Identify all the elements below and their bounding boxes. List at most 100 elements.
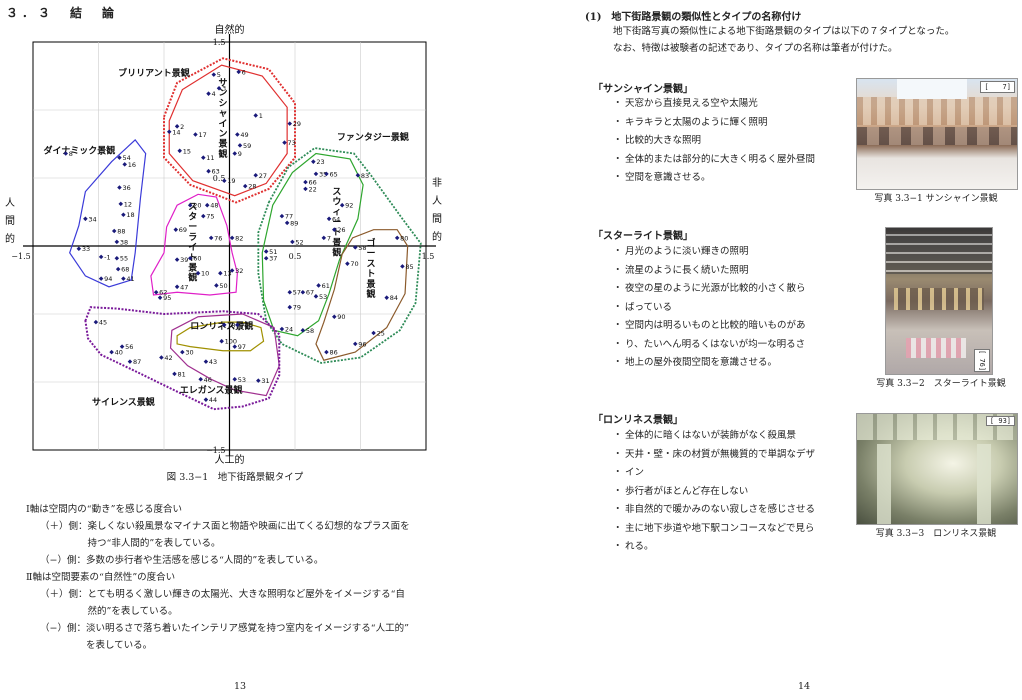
point-label: 95 — [163, 294, 171, 302]
point-label: 1 — [259, 112, 263, 120]
region-outline — [261, 152, 364, 337]
point-label: 48 — [210, 202, 218, 210]
point-marker — [303, 186, 308, 192]
region-label-char: 景 — [188, 262, 197, 273]
region-label-char: ゴ — [366, 237, 375, 249]
bullet-item: 夜空の星のように光源が比較的小さく散ら — [613, 280, 853, 299]
point-marker — [311, 159, 316, 164]
axis-label-left-char: 間 — [5, 215, 15, 227]
data-point: 65 — [324, 170, 338, 178]
point-marker — [122, 162, 127, 167]
intro-text: 地下街路写真の類似性による地下街路景観のタイプは以下の７タイプとなった。 なお、… — [613, 23, 1013, 57]
data-point: 35 — [313, 170, 327, 178]
point-label: 35 — [319, 170, 327, 178]
region-outline — [168, 64, 288, 197]
bullets-sunshine: 天窓から直接見える空や太陽光 キラキラと太陽のように輝く照明 比較的大きな照明 … — [613, 95, 853, 188]
photo-caption-sunshine: 写真 3.3−1 サンシャイン景観 — [874, 194, 998, 204]
point-marker — [201, 213, 206, 219]
data-point: 38 — [114, 238, 128, 246]
point-label: 49 — [240, 131, 248, 139]
data-point: 70 — [345, 260, 359, 268]
point-marker — [345, 261, 350, 266]
data-point: 49 — [235, 131, 249, 139]
region-label-char: 観 — [332, 247, 341, 259]
point-label: 58 — [306, 327, 314, 335]
point-marker — [287, 289, 293, 295]
bullet-item: 天窓から直接見える空や太陽光 — [613, 95, 853, 114]
data-point: 58 — [352, 244, 367, 252]
point-label: 79 — [293, 304, 301, 312]
point-marker — [159, 355, 164, 360]
photo-loneliness: [ 93] — [856, 413, 1018, 525]
point-label: 45 — [99, 319, 107, 327]
type-title-starlight: 「スターライト景観」 — [593, 231, 693, 242]
data-point: 85 — [400, 263, 414, 271]
bullet-item: 歩行者がほとんど存在しない — [613, 483, 853, 502]
data-point: 92 — [339, 202, 353, 210]
region-outline — [84, 306, 281, 411]
point-marker — [352, 341, 358, 347]
point-marker — [282, 140, 287, 145]
region-label-char: ス — [332, 186, 341, 197]
bullet-item: 空間内は明るいものと比較的暗いものがあ — [613, 317, 853, 336]
axis2-plus-sign: （＋）側： — [40, 589, 88, 600]
data-point: 82 — [229, 234, 243, 242]
point-label: 40 — [115, 349, 123, 357]
point-label: 96 — [358, 340, 366, 348]
point-marker — [76, 246, 82, 251]
point-marker — [324, 171, 329, 177]
data-point: 29 — [287, 120, 301, 128]
bullet-item: 非自然的で暖かみのない寂しさを感じさせる — [613, 501, 853, 520]
point-marker — [214, 283, 219, 288]
bullet-item: れる。 — [613, 538, 853, 557]
point-label: 66 — [308, 179, 316, 187]
data-point: 24 — [279, 325, 293, 333]
region-label-char: ー — [332, 218, 341, 228]
data-point: 15 — [177, 147, 191, 155]
point-label: 32 — [235, 267, 243, 275]
point-label: 62 — [159, 289, 167, 297]
point-marker — [256, 378, 261, 383]
point-label: 97 — [238, 343, 246, 351]
data-point: 46 — [198, 376, 212, 384]
bullet-item: 空間を意識させる。 — [613, 169, 853, 188]
data-point: 81 — [172, 370, 186, 378]
point-label: 54 — [122, 154, 130, 162]
y-tick-label: −1.5 — [206, 446, 225, 455]
point-marker — [232, 377, 238, 382]
data-point: 87 — [127, 358, 141, 366]
page-number-right: 14 — [798, 681, 811, 692]
region-label-char: 観 — [218, 148, 227, 160]
data-point: 33 — [76, 245, 90, 253]
point-marker — [232, 344, 238, 349]
bullets-loneliness: 全体的に暗くはないが装飾がなく殺風景 天井・壁・床の材質が無機質的で単調なデザ … — [613, 427, 853, 557]
photo-sunshine: [ 7] — [856, 78, 1018, 190]
data-point: 84 — [384, 294, 398, 302]
point-label: 88 — [117, 228, 125, 236]
data-point: 69 — [173, 226, 187, 234]
figure-caption: 図 3.3−1 地下街路景観タイプ — [166, 472, 304, 483]
point-marker — [236, 69, 241, 75]
point-marker — [193, 132, 198, 137]
point-label: 25 — [377, 330, 385, 338]
section-title: ３．３ 結 論 — [6, 6, 119, 20]
point-marker — [371, 330, 376, 336]
data-point: 100 — [219, 338, 237, 346]
point-label: 89 — [290, 219, 298, 227]
data-point: 26 — [332, 226, 346, 234]
data-point: 48 — [204, 202, 219, 210]
axis-label-right-char: 人 — [432, 195, 442, 207]
data-point: -1 — [98, 253, 111, 261]
bullets-starlight: 月光のように淡い輝きの照明 流星のように長く続いた照明 夜空の星のように光源が比… — [613, 243, 853, 373]
point-marker — [321, 235, 327, 241]
point-marker — [237, 143, 243, 148]
data-point: 27 — [253, 172, 267, 180]
region-label-char: ィ — [332, 208, 341, 218]
region-label-char: ー — [366, 249, 375, 259]
point-marker — [172, 371, 177, 377]
data-point: 75 — [201, 213, 215, 221]
data-point: 74 — [235, 321, 249, 329]
point-marker — [201, 155, 206, 160]
region-label-char: ャ — [218, 109, 227, 119]
photo-id-label: [ 7] — [980, 81, 1015, 93]
